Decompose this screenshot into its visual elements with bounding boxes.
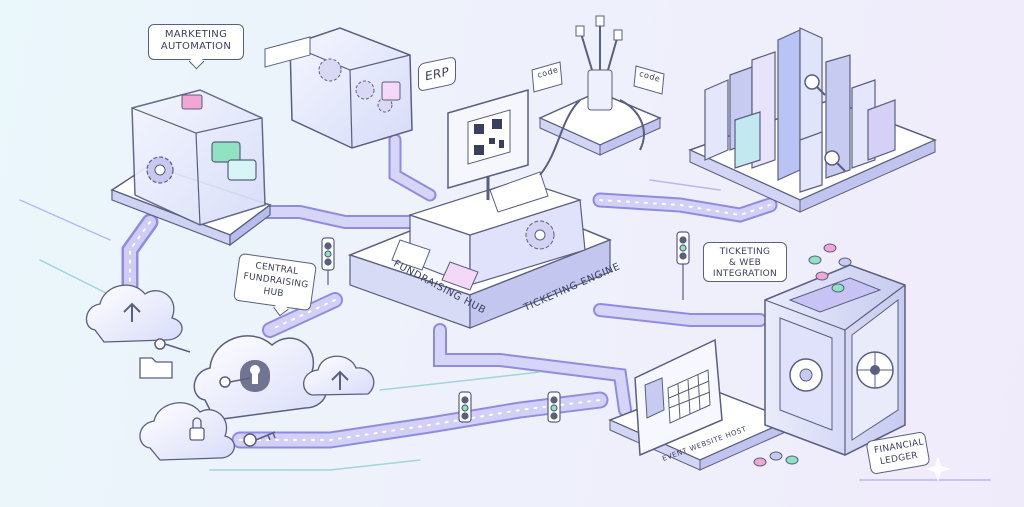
label-line: ERP	[425, 64, 450, 84]
key-icon	[154, 338, 276, 447]
cloud-upload-icon	[85, 284, 183, 343]
label-ticketing-web-integration: TICKETING & WEB INTEGRATION	[703, 242, 787, 282]
bar-chart-icon	[704, 27, 896, 193]
qr-code-icon	[447, 89, 529, 200]
code-tag-right	[633, 65, 665, 95]
label-line: MARKETING	[164, 29, 228, 40]
analytics-bar-chart	[688, 27, 937, 213]
traffic-light-icon	[458, 391, 472, 423]
cloud-lock-icon	[193, 335, 328, 421]
cloud-upload-icon	[303, 355, 375, 396]
traffic-light-icon	[321, 237, 335, 285]
gear-icon	[146, 156, 174, 184]
coin-icon	[753, 243, 852, 467]
sparkle-icon	[925, 456, 951, 482]
calendar-icon	[667, 369, 711, 424]
traffic-light-icon	[547, 391, 561, 423]
pipe-network	[19, 129, 991, 481]
code-integration-tower	[531, 15, 665, 176]
ticket-icon	[391, 171, 549, 291]
central-hub-platform	[347, 89, 613, 329]
traffic-light-icon	[676, 231, 690, 300]
folder-icon	[139, 357, 173, 379]
erp-module	[264, 27, 413, 149]
event-website-host	[608, 338, 792, 471]
label-line: INTEGRATION	[712, 269, 778, 279]
marketing-automation-module	[110, 89, 272, 247]
label-line: TICKETING	[719, 247, 771, 257]
magnifier-icon	[804, 74, 846, 172]
chat-bubble-icon	[181, 94, 257, 181]
gear-icon	[525, 220, 555, 250]
code-tag-left	[531, 61, 563, 93]
label-line: AUTOMATION	[160, 41, 232, 52]
cloud-lock-icon	[139, 402, 235, 461]
label-line: & WEB	[728, 258, 762, 268]
vault-icon	[764, 264, 906, 456]
gear-icon	[318, 58, 393, 113]
label-marketing-automation: MARKETING AUTOMATION	[148, 24, 244, 60]
